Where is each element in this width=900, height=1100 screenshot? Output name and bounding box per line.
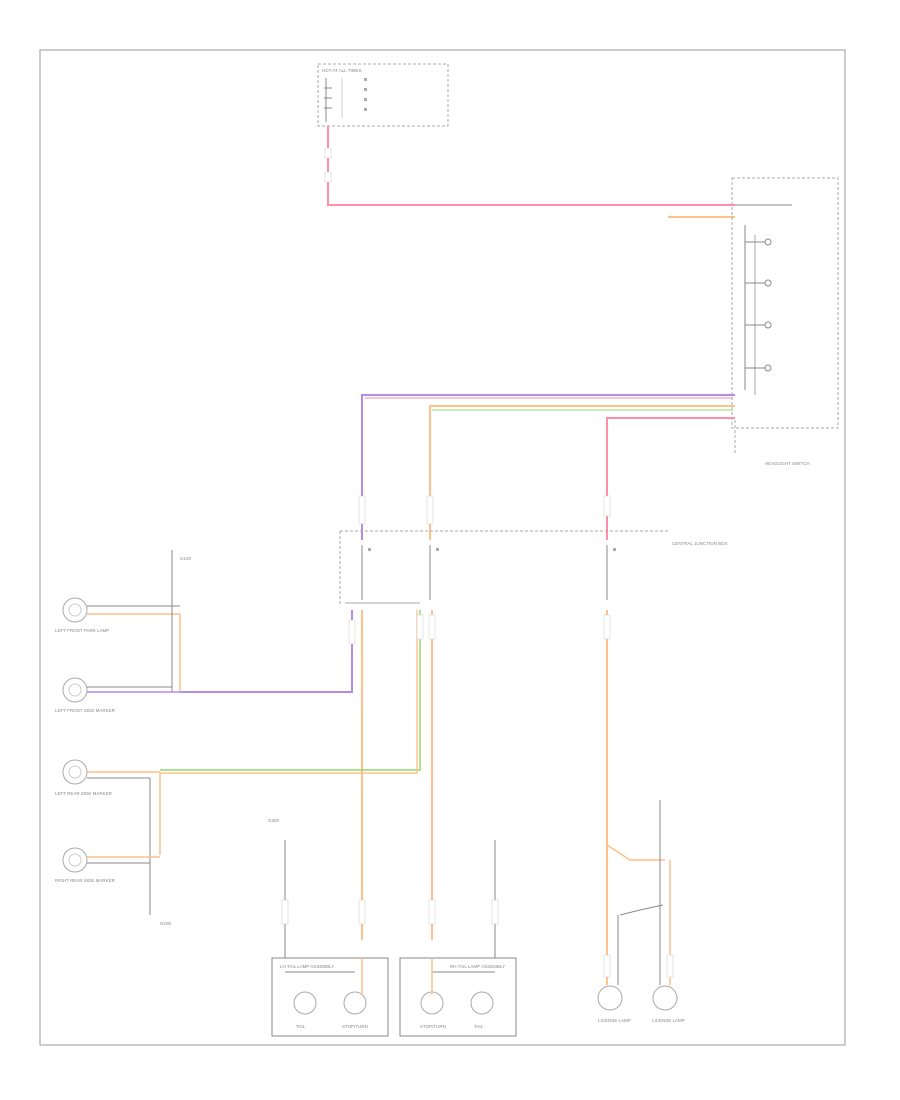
lf-park-lamp-label: LEFT FRONT PARK LAMP bbox=[55, 628, 109, 633]
ground-1-label: G100 bbox=[180, 556, 192, 561]
rh-tail-lamp-assembly: STOP/TURN TAIL RH TAIL LAMP ASSEMBLY bbox=[399, 840, 517, 1037]
headlight-switch: HEADLIGHT SWITCH bbox=[731, 177, 839, 466]
central-junction-box-label: CENTRAL JUNCTION BOX bbox=[672, 541, 728, 546]
lh-stop-turn-label: STOP/TURN bbox=[342, 1024, 368, 1029]
rh-tail-label: TAIL bbox=[474, 1024, 484, 1029]
lh-tail-assembly-label: LH TAIL LAMP ASSEMBLY bbox=[280, 964, 334, 969]
rh-tail-assembly-label: RH TAIL LAMP ASSEMBLY bbox=[450, 964, 505, 969]
ground-3-label: G300 bbox=[268, 818, 280, 823]
license-lamp-left-label: LICENSE LAMP bbox=[598, 1018, 631, 1023]
wire-orange-1 bbox=[429, 405, 735, 540]
wire-purple bbox=[361, 394, 735, 540]
left-front-park-lamp: LEFT FRONT PARK LAMP bbox=[55, 597, 181, 692]
right-rear-side-marker: RIGHT REAR SIDE MARKER bbox=[55, 847, 160, 883]
wire-red-2 bbox=[606, 417, 735, 540]
fuse-box-top: HOT AT ALL TIMES bbox=[317, 63, 449, 127]
rr-side-marker-label: RIGHT REAR SIDE MARKER bbox=[55, 878, 116, 883]
wire-green bbox=[160, 610, 421, 771]
lh-tail-lamp-assembly: TAIL STOP/TURN LH TAIL LAMP ASSEMBLY bbox=[271, 840, 389, 1037]
lh-tail-label: TAIL bbox=[296, 1024, 306, 1029]
rh-stop-turn-label: STOP/TURN bbox=[420, 1024, 446, 1029]
lf-side-marker-label: LEFT FRONT SIDE MARKER bbox=[55, 708, 116, 713]
wire-purple-down bbox=[180, 610, 353, 693]
ground-2-label: G200 bbox=[160, 921, 172, 926]
diagram-frame bbox=[39, 49, 846, 1046]
lr-side-marker-label: LEFT REAR SIDE MARKER bbox=[55, 791, 113, 796]
central-junction-box: CENTRAL JUNCTION BOX bbox=[339, 530, 728, 605]
hot-at-all-times-label: HOT AT ALL TIMES bbox=[322, 68, 362, 73]
headlight-switch-label: HEADLIGHT SWITCH bbox=[765, 461, 810, 466]
license-lamp-right-label: LICENSE LAMP bbox=[652, 1018, 685, 1023]
left-front-side-marker: LEFT FRONT SIDE MARKER bbox=[55, 677, 180, 713]
wire-red-feed bbox=[327, 126, 735, 206]
left-rear-side-marker: LEFT REAR SIDE MARKER bbox=[55, 759, 160, 796]
license-lamps: LICENSE LAMP LICENSE LAMP bbox=[597, 800, 685, 1023]
